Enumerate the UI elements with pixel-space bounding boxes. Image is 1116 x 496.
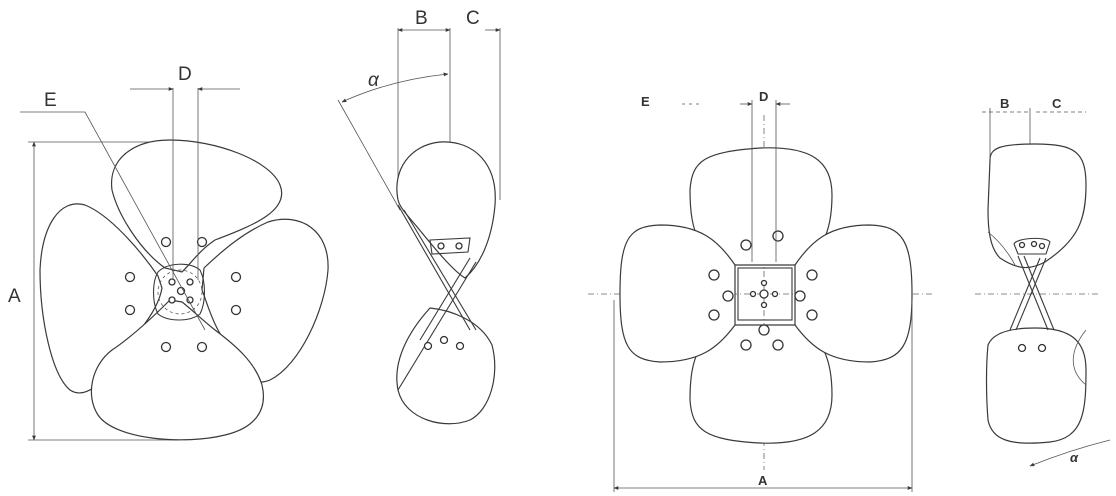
three-blade-side-view: B C α bbox=[337, 8, 501, 425]
label-e-4: E bbox=[641, 94, 650, 109]
side-blade-lower bbox=[396, 307, 496, 425]
bolt-holes bbox=[124, 236, 242, 353]
dimension-c-label-4: C bbox=[1052, 96, 1062, 111]
blade-bottom bbox=[90, 299, 264, 441]
blade-top bbox=[689, 147, 833, 266]
blade-bottom-4 bbox=[689, 324, 833, 444]
blade-upper bbox=[111, 139, 283, 273]
angle-alpha-label: α bbox=[368, 70, 380, 91]
bolt-holes-4 bbox=[708, 230, 818, 351]
dimension-d-label-4: D bbox=[759, 89, 768, 104]
three-blade-front-view: A D E bbox=[8, 64, 329, 441]
side-blade-upper bbox=[396, 141, 496, 279]
label-e: E bbox=[44, 90, 57, 111]
hub bbox=[152, 263, 206, 321]
blade-right-4 bbox=[794, 224, 913, 363]
dimension-d-label: D bbox=[178, 64, 192, 85]
side-blade-lower-4 bbox=[985, 327, 1087, 444]
angle-alpha-label-4: α bbox=[1070, 450, 1079, 465]
dimension-b-label-4: B bbox=[1000, 96, 1009, 111]
hub-square bbox=[737, 267, 793, 321]
dimension-b-label: B bbox=[415, 8, 428, 29]
blade-right bbox=[201, 218, 329, 383]
four-blade-side-view: B C α bbox=[975, 96, 1111, 467]
dimension-c-label: C bbox=[466, 8, 480, 29]
blade-left-4 bbox=[619, 224, 736, 363]
four-blade-front-view: D E A bbox=[588, 89, 935, 492]
dimension-a-label-4: A bbox=[758, 473, 768, 488]
side-blade-upper-4 bbox=[987, 143, 1087, 269]
dimension-a-label: A bbox=[8, 286, 21, 307]
leader-e bbox=[20, 111, 206, 331]
